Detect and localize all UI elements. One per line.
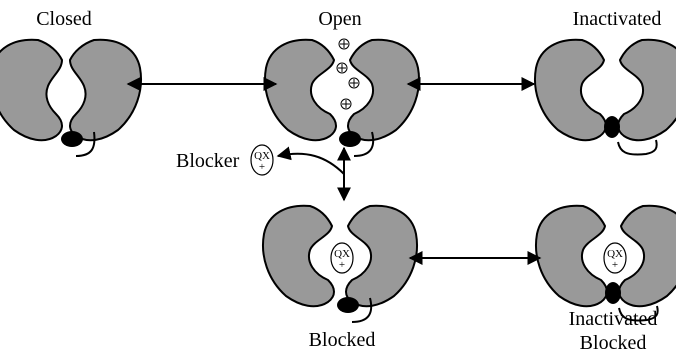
inactivation-gate-ball-icon <box>61 131 83 147</box>
inactivation-gate-ball-icon <box>604 116 620 138</box>
positive-ion-icon <box>349 78 359 88</box>
channel-right-subunit <box>348 40 419 141</box>
qx-molecule-charge: + <box>612 259 618 271</box>
state-label-inactivated-blocked-line2: Blocked <box>580 332 647 354</box>
channel-right-subunit <box>618 40 676 141</box>
blocker-label: Blocker <box>176 150 240 172</box>
state-label-open: Open <box>318 8 361 30</box>
inactivation-gate-ball-icon <box>339 131 361 147</box>
qx-blocker-molecule-icon: QX + <box>331 243 353 273</box>
channel-left-subunit <box>535 40 606 141</box>
inactivation-gate-ball-icon <box>337 297 359 313</box>
open-state-channel <box>265 39 419 156</box>
channel-right-subunit <box>346 206 417 307</box>
state-label-inactivated: Inactivated <box>573 8 662 30</box>
inactivated-blocked-state-channel: QX + <box>536 206 676 321</box>
qx-molecule-charge: + <box>339 259 345 271</box>
state-label-closed: Closed <box>36 8 92 30</box>
channel-left-subunit <box>263 206 334 307</box>
channel-left-subunit <box>265 40 336 141</box>
channel-right-subunit <box>619 206 676 307</box>
inactivation-gate-ball-icon <box>605 282 621 304</box>
inactivated-state-channel <box>535 40 676 155</box>
blocked-state-channel: QX + <box>263 206 417 322</box>
channel-right-subunit <box>70 40 141 141</box>
qx-blocker-molecule-icon: QX + <box>604 243 626 273</box>
closed-state-channel <box>0 40 141 156</box>
state-label-inactivated-blocked-line1: Inactivated <box>569 308 658 330</box>
qx-blocker-molecule-icon: QX + <box>251 145 273 175</box>
channel-left-subunit <box>0 40 62 141</box>
blocker-release-arrow-icon <box>278 154 344 174</box>
inactivation-gate-tether <box>618 140 657 155</box>
qx-molecule-charge: + <box>259 161 265 173</box>
positive-ion-icon <box>337 63 347 73</box>
state-label-blocked: Blocked <box>309 329 376 351</box>
channel-left-subunit <box>536 206 607 307</box>
positive-ion-icon <box>339 39 349 49</box>
positive-ion-icon <box>341 99 351 109</box>
